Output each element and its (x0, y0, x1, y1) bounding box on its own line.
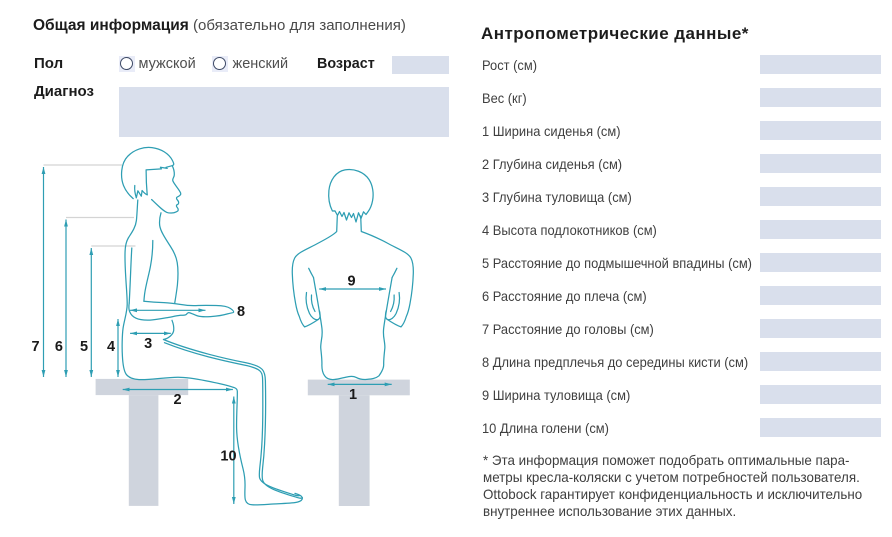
svg-text:7: 7 (32, 339, 40, 355)
svg-text:4: 4 (107, 339, 115, 355)
svg-text:8: 8 (237, 304, 245, 320)
svg-text:1: 1 (349, 387, 357, 403)
svg-text:10: 10 (220, 449, 236, 465)
svg-text:5: 5 (80, 339, 88, 355)
svg-text:6: 6 (55, 339, 63, 355)
svg-text:3: 3 (144, 336, 152, 352)
svg-text:2: 2 (173, 392, 181, 408)
svg-text:9: 9 (347, 274, 355, 290)
